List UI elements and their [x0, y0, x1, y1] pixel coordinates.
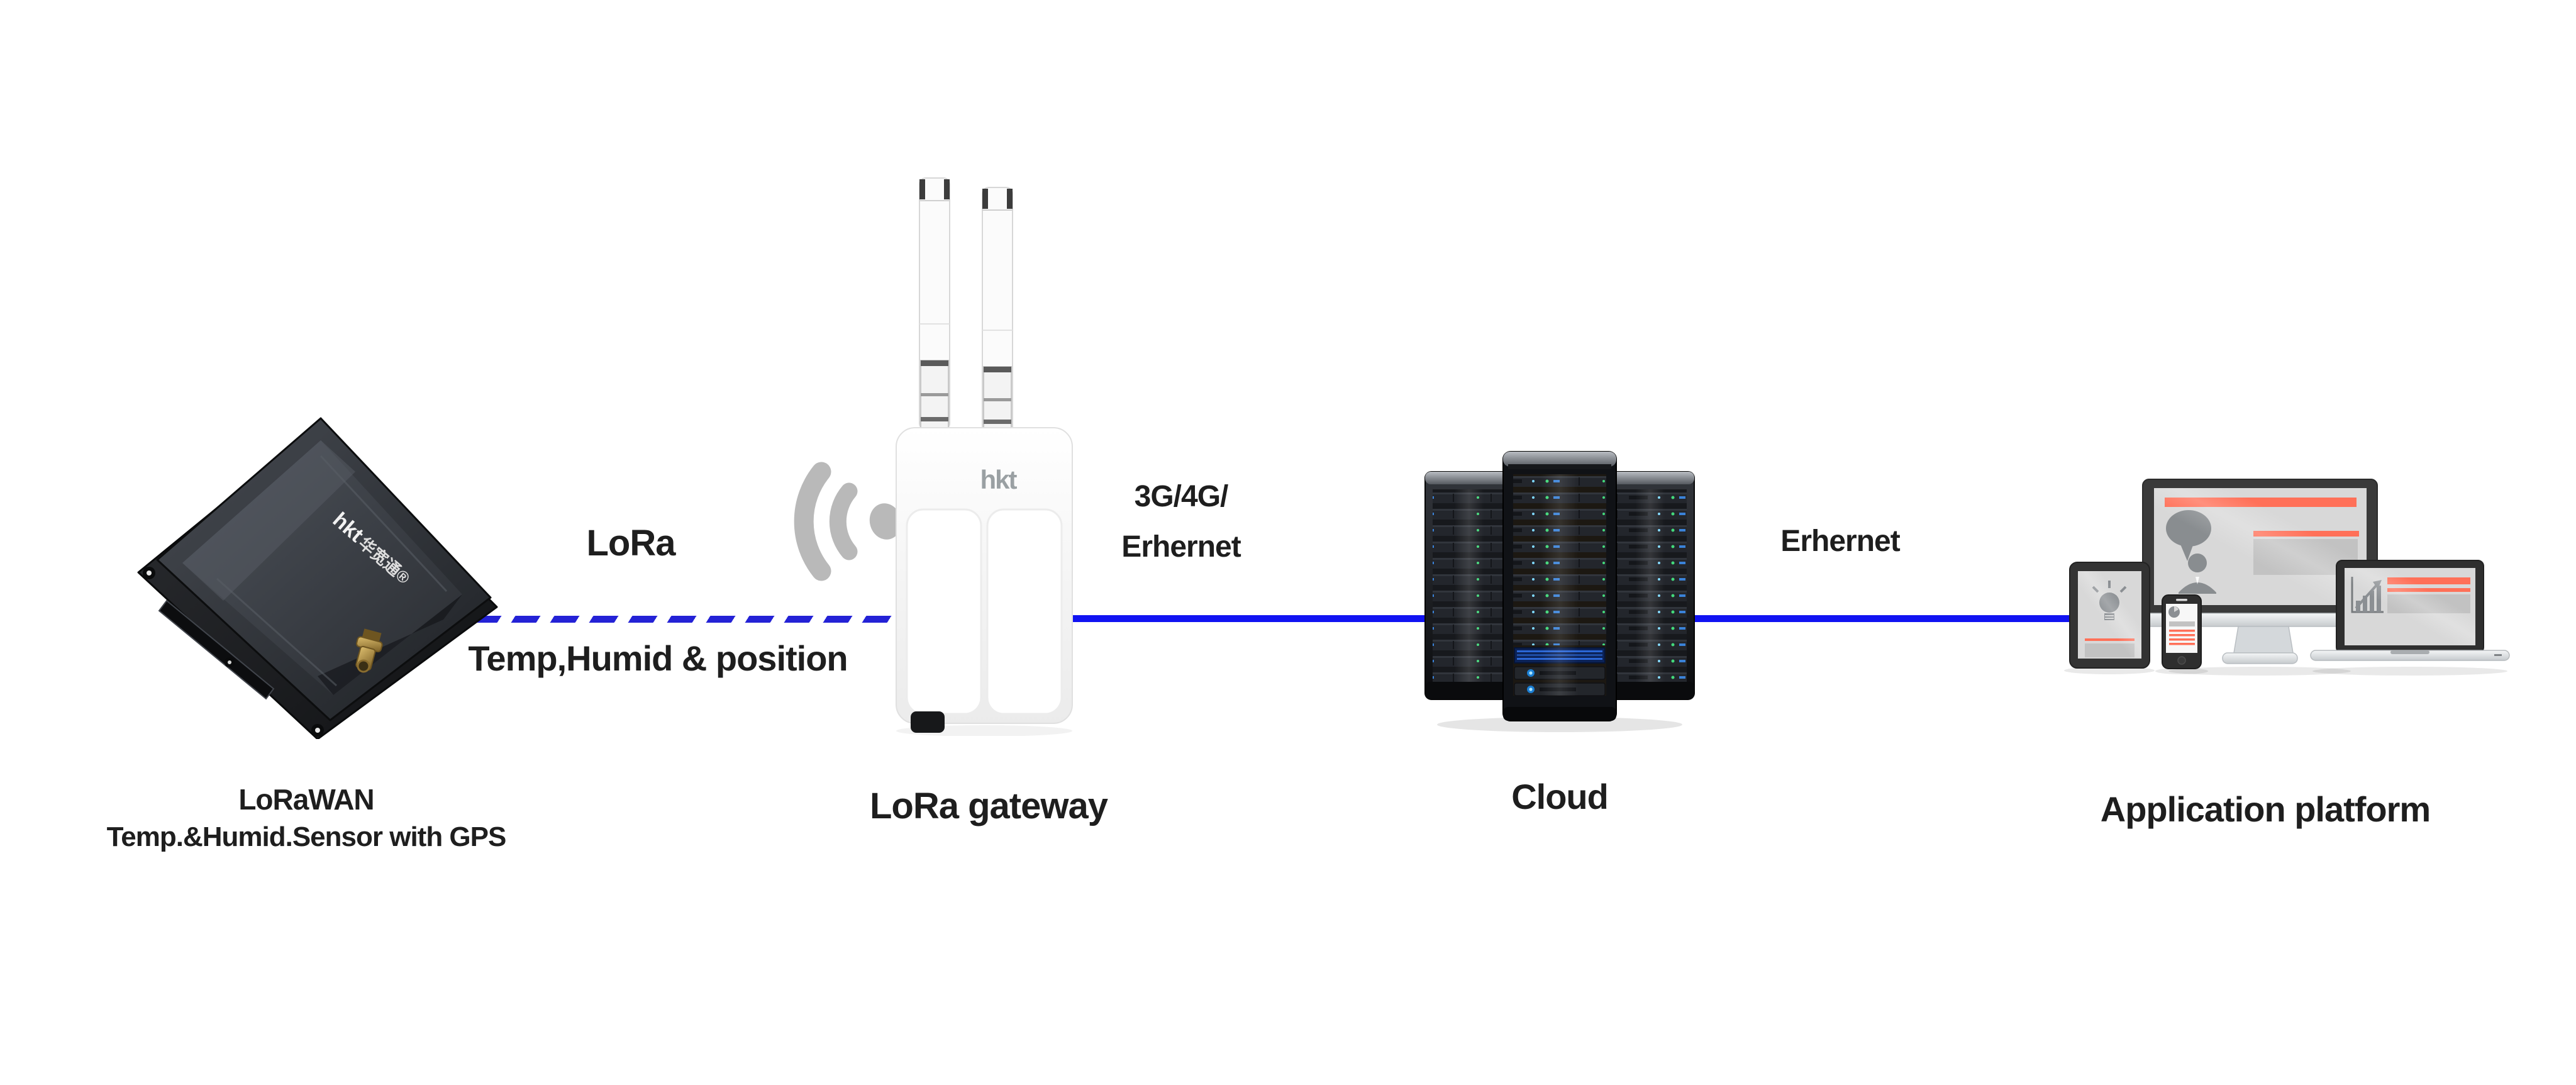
gateway-brand-logo: hkt — [980, 465, 1018, 494]
gateway-antenna-left — [919, 177, 950, 430]
sensor-label-line1: LoRaWAN — [238, 783, 374, 816]
server-rack-left — [1424, 471, 1514, 700]
link-label-3g4g-ethernet: 3G/4G/ Erhernet — [1121, 472, 1241, 572]
tablet — [2069, 562, 2150, 669]
monitor-stand — [2233, 626, 2294, 654]
smartphone — [2162, 594, 2202, 669]
desktop-monitor — [2142, 479, 2378, 664]
gateway-node-label: LoRa gateway — [870, 786, 1108, 826]
monitor-base — [2222, 652, 2298, 664]
gateway-bottom-connector — [911, 711, 945, 733]
screw-holes — [143, 567, 324, 737]
gateway-body: hkt — [896, 427, 1073, 736]
sensor-antenna-connector — [355, 628, 383, 673]
link-label-line1: 3G/4G/ — [1134, 480, 1229, 513]
sensor-label-line2: Temp.&Humid.Sensor with GPS — [106, 821, 507, 852]
lora-gateway-device: hkt — [896, 177, 1073, 736]
link-label-line2: Erhernet — [1121, 530, 1241, 564]
sensor-body: hkt华宽通® — [156, 417, 492, 721]
pie-chart-icon — [2168, 606, 2180, 618]
platform-node-label: Application platform — [2100, 789, 2431, 829]
home-button — [2177, 656, 2186, 665]
wifi-signal-icon — [794, 462, 902, 581]
application-platform-devices — [2064, 479, 2510, 676]
cloud-server-racks — [1424, 451, 1695, 732]
link-label-ethernet: Erhernet — [1780, 525, 1900, 558]
server-rack-center — [1502, 451, 1617, 721]
sensor-node-label: LoRaWAN Temp.&Humid.Sensor with GPS — [106, 783, 507, 852]
cloud-node-label: Cloud — [1511, 777, 1609, 816]
link-protocol-label-lora: LoRa — [586, 523, 676, 564]
lorawan-sensor-device: hkt华宽通® — [137, 417, 498, 739]
link-payload-label: Temp,Humid & position — [468, 638, 848, 678]
server-rack-right — [1606, 471, 1695, 700]
laptop — [2310, 560, 2510, 661]
gateway-antenna-right — [982, 187, 1013, 433]
